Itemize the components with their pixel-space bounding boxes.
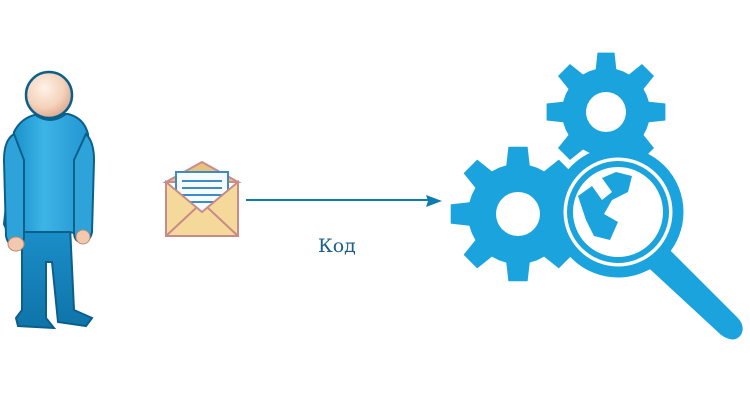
person-legs [14,225,94,330]
person-hand-right [75,229,91,245]
magnifier-gear-fragment [578,172,632,240]
magnifier-handle [637,237,746,343]
envelope-icon [162,160,242,237]
gear-bottom [450,146,586,282]
magnifier-ring-outer [552,146,684,278]
gears-magnifier-icon [450,52,746,343]
envelope-body [165,179,239,237]
magnifier-ring-inner [567,161,669,263]
person-hand-left [7,236,25,252]
gear-top-hole [586,92,626,132]
person-head [24,70,74,120]
edge-label: Код [318,235,356,257]
envelope-fold [165,207,239,237]
arrow-head [426,195,442,207]
flow-arrow [246,195,442,207]
gear-bottom-hole [496,192,540,236]
gear-top [546,52,666,172]
person-arm-left [2,132,25,248]
person-icon [2,70,96,330]
